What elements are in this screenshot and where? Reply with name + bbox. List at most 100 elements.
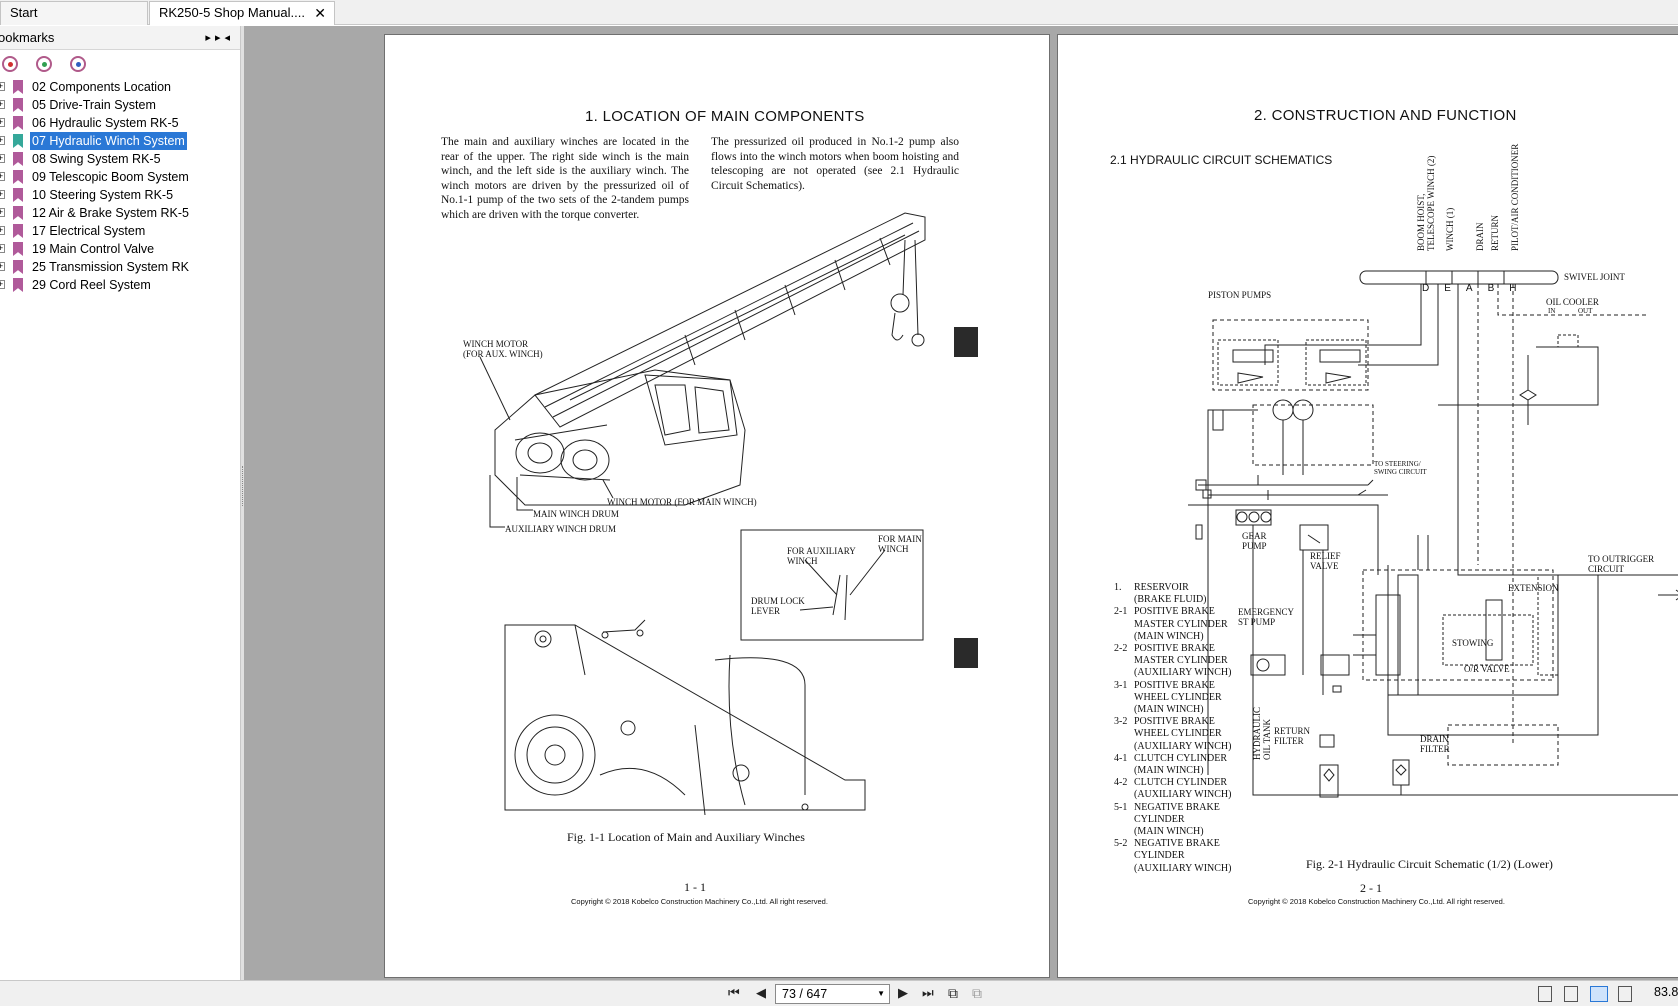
bookmark-icon: [13, 134, 23, 148]
next-page-icon[interactable]: ▶: [898, 986, 908, 1001]
legend-number: 3-2: [1114, 716, 1128, 728]
facing-pages-view-icon[interactable]: [1590, 986, 1608, 1002]
legend-number: 4-1: [1114, 752, 1128, 764]
add-bookmark-icon[interactable]: [36, 56, 52, 72]
bookmark-item[interactable]: +12 Air & Brake System RK-5: [0, 204, 240, 222]
previous-page-icon[interactable]: ◀: [756, 986, 766, 1001]
panel-splitter[interactable]: [241, 26, 244, 980]
expand-icon[interactable]: +: [0, 154, 5, 163]
label-emergency-pump: EMERGENCY ST PUMP: [1238, 607, 1294, 627]
navigation-bar: ⏮ ◀ 73 / 647 ▼ ▶ ⏭ ⧉ ⧉ 83.8: [0, 980, 1678, 1006]
tab-start[interactable]: Start: [0, 1, 148, 25]
tab-bar: Start RK250-5 Shop Manual....✕: [0, 0, 1678, 25]
legend-number: 5-1: [1114, 801, 1128, 813]
bookmark-icon: [13, 98, 23, 112]
label-aux-winch-drum: AUXILIARY WINCH DRUM: [505, 524, 616, 534]
continuous-facing-view-icon[interactable]: [1618, 986, 1632, 1002]
expand-icon[interactable]: +: [0, 136, 5, 145]
port-a: A: [1465, 283, 1488, 294]
expand-icon[interactable]: +: [0, 280, 5, 289]
close-icon[interactable]: ✕: [314, 5, 326, 21]
label-piston-pumps: PISTON PUMPS: [1208, 290, 1272, 300]
delete-bookmark-icon[interactable]: [2, 56, 18, 72]
bookmark-item[interactable]: +29 Cord Reel System: [0, 276, 240, 294]
legend-item: 1. RESERVOIR (BRAKE FLUID): [1114, 582, 1254, 606]
legend-item: 2-1 POSITIVE BRAKE MASTER CYLINDER (MAIN …: [1114, 606, 1254, 643]
expand-icon[interactable]: +: [0, 262, 5, 271]
previous-view-icon[interactable]: ⧉: [948, 986, 958, 1002]
paragraph-right: The pressurized oil produced in No.1-2 p…: [711, 136, 959, 192]
bookmark-label: 05 Drive-Train System: [32, 98, 156, 112]
bookmark-item[interactable]: +17 Electrical System: [0, 222, 240, 240]
expand-icon[interactable]: +: [0, 208, 5, 217]
bookmark-item[interactable]: +06 Hydraulic System RK-5: [0, 114, 240, 132]
next-view-icon[interactable]: ⧉: [972, 986, 982, 1002]
tab-start-label: Start: [10, 5, 38, 20]
label-or-valve: O/R VALVE: [1464, 664, 1510, 674]
bookmark-label: 29 Cord Reel System: [32, 278, 151, 292]
bookmark-item-selected[interactable]: +07 Hydraulic Winch System: [0, 132, 240, 150]
label-drum-lock-lever: DRUM LOCK LEVER: [751, 596, 805, 616]
label-drain-filter: DRAIN FILTER: [1420, 734, 1450, 754]
bookmark-label: 08 Swing System RK-5: [32, 152, 161, 166]
label-winch-motor-aux: WINCH MOTOR (FOR AUX. WINCH): [463, 339, 543, 359]
bookmark-label: 25 Transmission System RK: [32, 260, 189, 274]
bookmark-label: 12 Air & Brake System RK-5: [32, 206, 190, 220]
legend-number: 2-1: [1114, 606, 1128, 618]
expand-icon[interactable]: +: [0, 82, 5, 91]
expand-icon[interactable]: +: [0, 100, 5, 109]
bookmark-label: 10 Steering System RK-5: [32, 188, 174, 202]
tab-document[interactable]: RK250-5 Shop Manual....✕: [149, 1, 335, 25]
bookmark-item[interactable]: +10 Steering System RK-5: [0, 186, 240, 204]
bookmarks-panel-title: ookmarks: [0, 30, 55, 45]
label-for-aux-winch: FOR AUXILIARY WINCH: [787, 546, 856, 566]
single-page-view-icon[interactable]: [1538, 986, 1552, 1002]
port-e: E: [1444, 283, 1466, 294]
expand-icon[interactable]: +: [0, 244, 5, 253]
label-hydraulic-oil-tank: HYDRAULIC OIL TANK: [1252, 707, 1272, 760]
first-page-icon[interactable]: ⏮: [728, 986, 740, 1001]
expand-icon[interactable]: +: [0, 118, 5, 127]
page-edge-marker: [954, 638, 978, 668]
bookmark-item[interactable]: +08 Swing System RK-5: [0, 150, 240, 168]
legend-text: NEGATIVE BRAKE CYLINDER (AUXILIARY WINCH…: [1134, 838, 1232, 874]
expand-panel-icon[interactable]: ▸▸: [205, 32, 225, 44]
swivel-joint-ports: DEABH: [1422, 272, 1531, 294]
figure-caption: Fig. 2-1 Hydraulic Circuit Schematic (1/…: [1306, 857, 1553, 871]
continuous-view-icon[interactable]: [1564, 986, 1578, 1002]
bookmark-item[interactable]: +02 Components Location: [0, 78, 240, 96]
legend-text: RESERVOIR (BRAKE FLUID): [1134, 582, 1207, 606]
section-heading: 2.1 HYDRAULIC CIRCUIT SCHEMATICS: [1110, 153, 1333, 167]
bookmark-icon: [13, 224, 23, 238]
bookmark-item[interactable]: +09 Telescopic Boom System: [0, 168, 240, 186]
zoom-level[interactable]: 83.8: [1654, 985, 1678, 999]
expand-icon[interactable]: +: [0, 226, 5, 235]
document-viewer[interactable]: 1. LOCATION OF MAIN COMPONENTS The main …: [244, 26, 1678, 980]
bookmark-label: 02 Components Location: [32, 80, 171, 94]
page-indicator: 73 / 647: [782, 987, 828, 1001]
label-cooler-out: OUT: [1578, 307, 1593, 315]
expand-icon[interactable]: +: [0, 172, 5, 181]
legend-number: 1.: [1114, 582, 1122, 593]
copyright-notice: Copyright © 2018 Kobelco Construction Ma…: [1248, 897, 1505, 906]
bookmark-item[interactable]: +05 Drive-Train System: [0, 96, 240, 114]
page-edge-marker: [954, 327, 978, 357]
bookmark-item[interactable]: +25 Transmission System RK: [0, 258, 240, 276]
collapse-panel-icon[interactable]: ◂: [224, 32, 234, 44]
last-page-icon[interactable]: ⏭: [922, 986, 934, 1001]
bookmark-properties-icon[interactable]: [70, 56, 86, 72]
label-relief-valve: RELIEF VALVE: [1310, 551, 1341, 571]
bookmark-item[interactable]: +19 Main Control Valve: [0, 240, 240, 258]
legend-text: NEGATIVE BRAKE CYLINDER (MAIN WINCH): [1134, 801, 1220, 838]
chevron-down-icon[interactable]: ▼: [877, 989, 885, 998]
component-legend: 1. RESERVOIR (BRAKE FLUID) 2-1 POSITIVE BR…: [1114, 582, 1254, 875]
bookmark-label: 07 Hydraulic Winch System: [30, 132, 187, 150]
page-number-input[interactable]: 73 / 647 ▼: [775, 984, 890, 1004]
expand-icon[interactable]: +: [0, 190, 5, 199]
label-main-winch-drum: MAIN WINCH DRUM: [533, 509, 619, 519]
page-folio: 2 - 1: [1360, 881, 1382, 895]
legend-text: POSITIVE BRAKE MASTER CYLINDER (MAIN WIN…: [1134, 606, 1228, 642]
